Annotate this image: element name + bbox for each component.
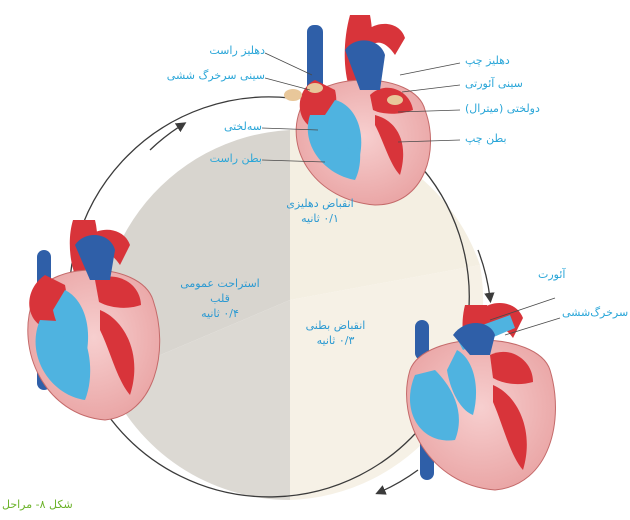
phase-atrial-duration: ۰/۱ ثانیه <box>275 211 365 226</box>
phase-ventricular-duration: ۰/۳ ثانیه <box>288 333 383 348</box>
phase-atrial-title: انقباض دهلیزی <box>275 196 365 211</box>
cycle-arrow-top <box>150 125 182 150</box>
label-pulmonary-valve: سینی سرخرگ ششی <box>167 69 265 82</box>
label-septum: سه‌لختی <box>224 120 262 133</box>
phase-rest-title: استراحت عمومی <box>165 276 275 291</box>
phase-rest: استراحت عمومی قلب ۰/۴ ثانیه <box>165 276 275 321</box>
label-right-atrium: دهلیز راست <box>209 44 265 57</box>
label-aortic-valve: سینی آئورتی <box>465 77 523 90</box>
label-aorta: آئورت <box>538 268 565 281</box>
phase-rest-subtitle: قلب <box>165 291 275 306</box>
label-pulmonary-artery: سرخرگ‌ششی <box>562 306 628 319</box>
figure-caption: شکل ۸- مراحل <box>2 498 73 511</box>
label-mitral-valve: دولختی (میترال) <box>465 102 540 115</box>
phase-atrial: انقباض دهلیزی ۰/۱ ثانیه <box>275 196 365 226</box>
label-right-ventricle: بطن راست <box>210 152 262 165</box>
phase-ventricular: انقباض بطنی ۰/۳ ثانیه <box>288 318 383 348</box>
phase-ventricular-title: انقباض بطنی <box>288 318 383 333</box>
phase-rest-duration: ۰/۴ ثانیه <box>165 306 275 321</box>
label-left-atrium: دهلیز چپ <box>465 54 510 67</box>
cycle-arrow-bottom <box>380 470 418 492</box>
label-left-ventricle: بطن چپ <box>465 132 507 145</box>
heart-illustration-ventricular <box>407 303 556 490</box>
